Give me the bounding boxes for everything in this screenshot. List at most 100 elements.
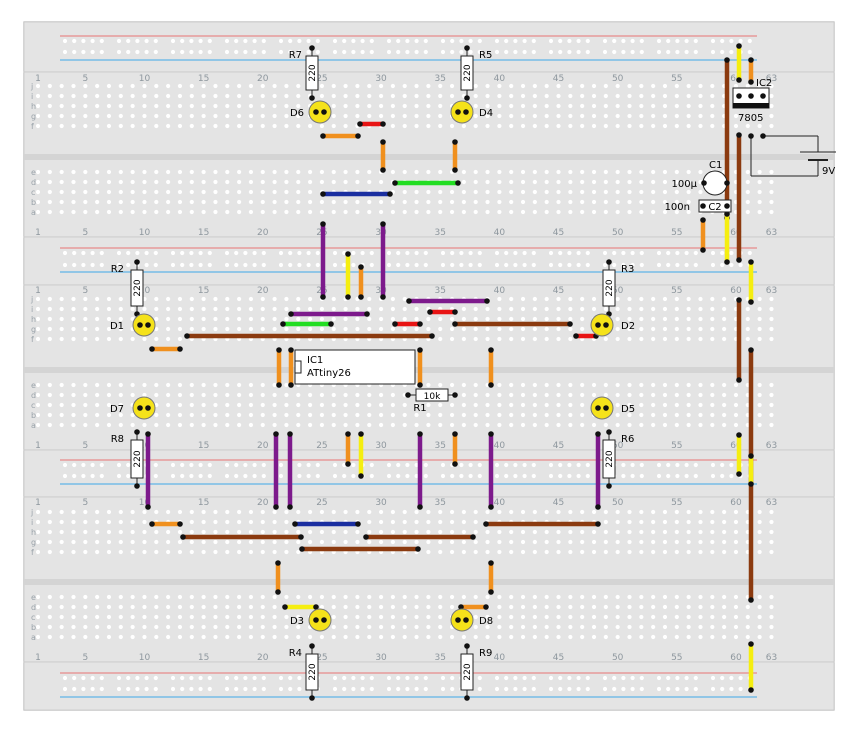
wire-end (180, 534, 186, 540)
hole (71, 412, 76, 418)
hole (509, 189, 514, 195)
hole (154, 306, 159, 312)
hole (662, 306, 668, 312)
hole (532, 199, 537, 205)
hole (35, 123, 41, 129)
hole (426, 412, 431, 418)
rail-hole (414, 462, 419, 468)
hole (47, 93, 52, 99)
hole (390, 594, 395, 600)
column-number: 40 (494, 441, 506, 451)
hole (189, 634, 194, 640)
column-number: 5 (82, 74, 88, 84)
hole (237, 594, 242, 600)
hole (142, 539, 147, 545)
hole (769, 624, 774, 630)
rail-hole (729, 38, 734, 44)
wire-end (145, 431, 151, 437)
rail-hole (288, 262, 293, 268)
column-number: 55 (671, 228, 682, 238)
hole (225, 412, 230, 418)
hole (651, 422, 656, 428)
hole (378, 624, 384, 630)
hole (686, 199, 691, 205)
hole (568, 624, 573, 630)
hole (248, 189, 254, 195)
hole (556, 412, 561, 418)
hole (59, 382, 64, 388)
hole (662, 594, 668, 600)
hole (83, 296, 88, 302)
hole (390, 422, 395, 428)
hole (83, 336, 88, 342)
hole (698, 624, 703, 630)
hole (378, 199, 384, 205)
hole (639, 422, 644, 428)
hole (769, 412, 774, 418)
hole (485, 422, 490, 428)
hole (260, 169, 265, 175)
hole (378, 83, 384, 89)
hole (355, 634, 360, 640)
hole (260, 412, 265, 418)
hole (414, 402, 419, 408)
hole (686, 539, 691, 545)
hole (627, 113, 632, 119)
rail-hole (693, 675, 698, 681)
rail-hole (450, 473, 455, 479)
hole (580, 549, 585, 555)
rail-hole (81, 462, 86, 468)
hole (331, 326, 336, 332)
rail-hole (494, 473, 500, 479)
hole (544, 412, 549, 418)
rail-hole (360, 49, 365, 55)
hole (639, 103, 644, 109)
hole (378, 306, 384, 312)
rail-hole (710, 38, 716, 44)
hole (757, 529, 762, 535)
rail-hole (207, 686, 212, 692)
rail-hole (252, 462, 257, 468)
rail-hole (494, 462, 500, 468)
hole (331, 594, 336, 600)
hole (331, 169, 336, 175)
rail-hole (126, 49, 131, 55)
hole (674, 529, 679, 535)
wire-end (358, 294, 364, 300)
hole (225, 189, 230, 195)
hole (367, 93, 372, 99)
hole (71, 529, 76, 535)
hole (461, 392, 466, 398)
rail-hole (288, 49, 293, 55)
rail-hole (252, 675, 257, 681)
wire-end (280, 321, 286, 327)
hole (556, 316, 561, 322)
center-gutter (24, 367, 834, 373)
hole (248, 614, 254, 620)
hole (497, 392, 502, 398)
rail-hole (224, 462, 230, 468)
hole (757, 412, 762, 418)
rail-hole (548, 675, 554, 681)
hole (118, 519, 123, 525)
resistor-pin (309, 695, 315, 701)
hole (473, 634, 478, 640)
hole (47, 634, 52, 640)
row-letter: c (31, 613, 35, 622)
hole (757, 199, 762, 205)
hole (686, 529, 691, 535)
hole (367, 539, 372, 545)
hole (591, 209, 597, 215)
led-body (590, 396, 614, 420)
hole (284, 412, 289, 418)
hole (698, 306, 703, 312)
resistor-pin (309, 643, 315, 649)
hole (177, 179, 183, 185)
hole (497, 634, 502, 640)
hole (71, 594, 76, 600)
hole (698, 336, 703, 342)
hole (757, 306, 762, 312)
hole (367, 316, 372, 322)
hole (189, 604, 194, 610)
rail-hole (405, 473, 410, 479)
